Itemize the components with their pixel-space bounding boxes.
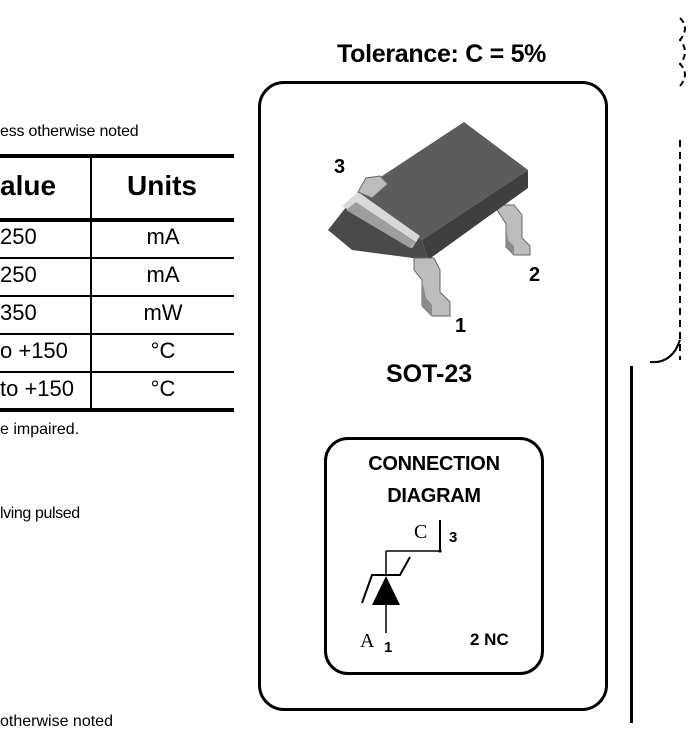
table-row-rule <box>0 257 234 259</box>
table-row-rule <box>0 333 234 335</box>
tolerance-heading: Tolerance: C = 5% <box>337 40 547 68</box>
zener-diode-symbol-icon <box>361 520 442 633</box>
package-frame <box>258 81 608 711</box>
note-text-low: lving pulsed <box>0 505 80 522</box>
note-text-bottom: otherwise noted <box>0 713 113 730</box>
table-row-unit: mA <box>146 224 180 249</box>
no-connect-label: 2 NC <box>470 630 509 649</box>
table-row-value: 250 <box>0 224 37 249</box>
cathode-label: C <box>414 521 428 543</box>
note-text-mid: e impaired. <box>0 421 80 438</box>
lead-1-icon <box>413 257 451 317</box>
connection-diagram-box <box>324 437 544 675</box>
table-header-rule <box>0 218 234 222</box>
table-row-unit: mA <box>146 262 180 287</box>
pin-2-label: 2 <box>529 264 541 286</box>
table-row-value: 350 <box>0 300 37 325</box>
note-text-top: ess otherwise noted <box>0 123 139 140</box>
lead-2-icon <box>493 204 531 256</box>
connection-title-line2: DIAGRAM <box>387 485 481 507</box>
header-units: Units <box>127 170 197 201</box>
sot23-package-illustration <box>328 122 531 317</box>
header-value: alue <box>0 170 57 201</box>
lead-3-icon <box>357 175 389 199</box>
table-row-value: to +150 <box>0 376 75 401</box>
pin-3-label: 3 <box>334 156 346 178</box>
table-row-unit: °C <box>150 376 176 401</box>
cathode-pin-number: 3 <box>449 529 458 546</box>
table-column-rule <box>90 156 92 412</box>
package-name: SOT-23 <box>386 360 473 388</box>
anode-label: A <box>360 630 375 652</box>
package-top-face <box>358 122 528 240</box>
connection-diagram-title: CONNECTION DIAGRAM <box>324 448 544 512</box>
table-row-value: o +150 <box>0 338 68 363</box>
pin-1-label: 1 <box>455 315 467 337</box>
table-row-rule <box>0 371 234 373</box>
ratings-table: alue Units 250 mA 250 mA 350 mW o +150 °… <box>0 154 234 412</box>
anode-pin-number: 1 <box>384 639 393 656</box>
connection-title-line1: CONNECTION <box>368 453 500 475</box>
table-row-value: 250 <box>0 262 37 287</box>
table-row-unit: mW <box>143 300 183 325</box>
table-row-unit: °C <box>150 338 176 363</box>
right-edge-clipped-graphics <box>649 17 686 364</box>
table-bottom-rule <box>0 408 234 412</box>
page-column-rule <box>630 366 633 723</box>
table-top-rule <box>0 154 234 158</box>
table-row-rule <box>0 295 234 297</box>
package-right-face <box>422 170 528 260</box>
